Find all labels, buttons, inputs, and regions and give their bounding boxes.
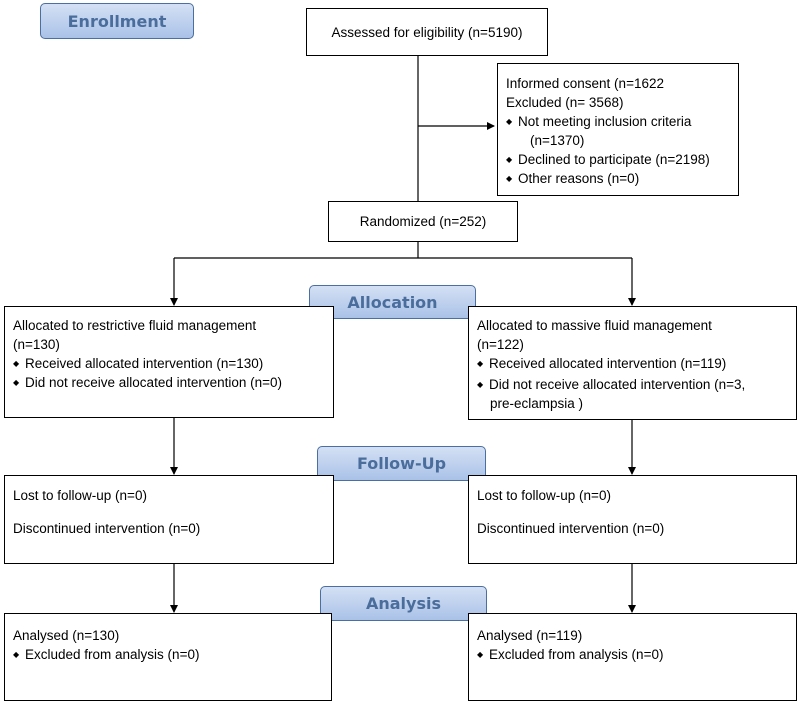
right-analysis-box: Analysed (n=119) Excluded from analysis … [468,613,797,701]
left-received-intervention: Received allocated intervention (n=130) [13,354,325,373]
right-analysed: Analysed (n=119) [477,628,583,643]
allocation-stage-label: Allocation [309,285,476,319]
informed-consent-text: Informed consent (n=1622 [506,76,664,91]
left-excluded-from-analysis: Excluded from analysis (n=0) [13,645,323,664]
left-allocation-box: Allocated to restrictive fluid managemen… [4,306,334,418]
left-lost-to-followup: Lost to follow-up (n=0) [13,488,147,503]
right-followup-box: Lost to follow-up (n=0) Discontinued int… [468,475,797,564]
right-allocation-title: Allocated to massive fluid management [477,318,712,333]
excluded-title: Excluded (n= 3568) [506,95,624,110]
exclusion-reason-inclusion: Not meeting inclusion criteria [506,112,730,131]
randomized-box: Randomized (n=252) [328,201,518,242]
excluded-box: Informed consent (n=1622 Excluded (n= 35… [497,63,739,196]
enrollment-stage-label: Enrollment [40,3,194,39]
right-discontinued: Discontinued intervention (n=0) [477,521,665,536]
exclusion-reason-declined: Declined to participate (n=2198) [506,150,730,169]
right-received-intervention: Received allocated intervention (n=119) [477,354,788,373]
assessed-box: Assessed for eligibility (n=5190) [306,8,548,56]
right-excluded-from-analysis: Excluded from analysis (n=0) [477,645,788,664]
right-not-received-intervention: Did not receive allocated intervention (… [477,375,788,394]
left-discontinued: Discontinued intervention (n=0) [13,521,201,536]
left-not-received-intervention: Did not receive allocated intervention (… [13,373,325,392]
left-followup-box: Lost to follow-up (n=0) Discontinued int… [4,475,334,564]
assessed-text: Assessed for eligibility (n=5190) [331,24,523,40]
randomized-text: Randomized (n=252) [359,214,487,229]
right-allocation-box: Allocated to massive fluid management (n… [468,306,797,420]
left-allocation-count: (n=130) [13,337,60,352]
exclusion-reason-other: Other reasons (n=0) [506,169,730,188]
right-allocation-count: (n=122) [477,337,524,352]
right-not-received-reason: pre-eclampsia ) [490,396,584,411]
follow-up-stage-label: Follow-Up [317,446,486,481]
exclusion-reason-inclusion-count: (n=1370) [530,133,585,148]
left-allocation-title: Allocated to restrictive fluid managemen… [13,318,257,333]
right-lost-to-followup: Lost to follow-up (n=0) [477,488,611,503]
left-analysed: Analysed (n=130) [13,628,120,643]
analysis-stage-label: Analysis [320,586,487,621]
left-analysis-box: Analysed (n=130) Excluded from analysis … [4,613,332,701]
